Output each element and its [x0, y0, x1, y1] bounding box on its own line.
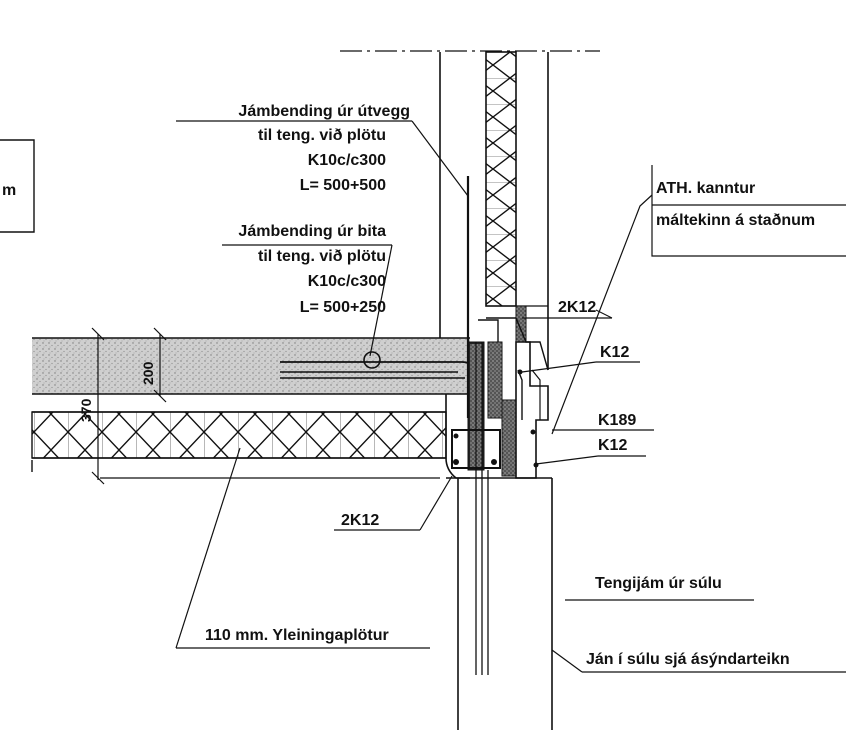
callout-2k12-bottom: 2K12	[341, 512, 379, 529]
rebar-beam-line-1: Jámbending úr bita	[238, 223, 386, 240]
label-rebar-from-wall: Jámbending úr útvegg til teng. við plötu…	[176, 103, 470, 418]
rebar-wall-line-1: Jámbending úr útvegg	[238, 103, 410, 120]
floor-slab	[31, 337, 470, 479]
upper-wall-panel	[439, 51, 549, 370]
label-column-tie: Tengijám úr súlu	[565, 575, 754, 601]
column-rebar-text: Ján í súlu sjá ásýndarteikn	[586, 651, 790, 668]
rebar-wall-line-4: L= 500+500	[300, 177, 386, 194]
left-title-box	[0, 139, 35, 233]
column-tie-text: Tengijám úr súlu	[595, 575, 722, 592]
callout-2k12-bottom-group: 2K12	[334, 475, 453, 531]
rebar-beam-line-2: til teng. við plötu	[258, 248, 386, 265]
callout-k12-top: K12	[600, 344, 629, 361]
rebar-callouts-right: 2K12 K12 K189 K12	[521, 299, 654, 465]
rebar-beam-line-3: K10c/c300	[308, 273, 386, 290]
callout-k189: K189	[598, 412, 636, 429]
note-line-2: máltekinn á staðnum	[656, 212, 815, 229]
dimension-370: 370	[78, 398, 94, 422]
rebar-beam-line-4: L= 500+250	[300, 299, 386, 316]
dimension-200: 200	[140, 361, 156, 385]
label-rebar-from-beam: Jámbending úr bita til teng. við plötu K…	[222, 223, 393, 357]
rebar-wall-line-3: K10c/c300	[308, 152, 386, 169]
label-column-rebar: Ján í súlu sjá ásýndarteikn	[551, 649, 846, 673]
column	[457, 342, 553, 730]
left-box-text: m	[2, 182, 16, 199]
panels-text: 110 mm. Yleiningaplötur	[205, 627, 389, 644]
rebar-wall-line-2: til teng. við plötu	[258, 127, 386, 144]
callout-k12-bottom: K12	[598, 437, 627, 454]
dimension-lines	[91, 327, 167, 485]
note-edge-measured: ATH. kanntur máltekinn á staðnum	[551, 165, 846, 435]
label-panels: 110 mm. Yleiningaplötur	[175, 447, 430, 649]
note-line-1: ATH. kanntur	[656, 180, 755, 197]
callout-2k12-top: 2K12	[558, 299, 596, 316]
